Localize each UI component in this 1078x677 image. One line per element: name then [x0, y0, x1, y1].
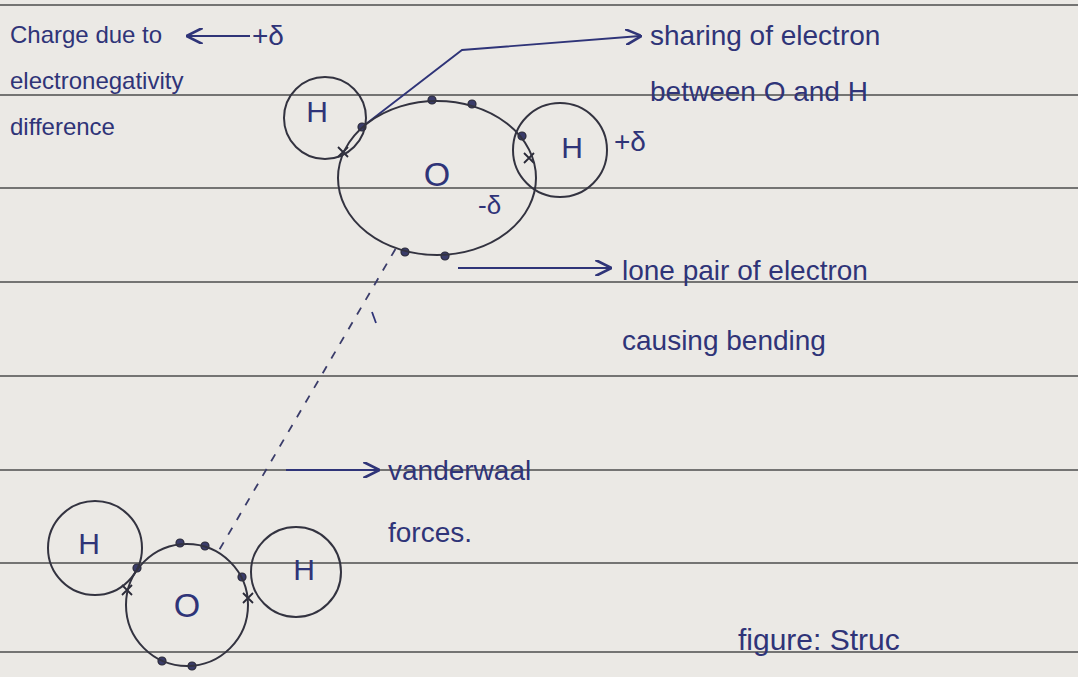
atom-symbol: O: [424, 157, 450, 191]
leader-arrow: [286, 469, 378, 471]
atom-outline: [338, 101, 536, 255]
atom-circle: H: [512, 102, 608, 198]
ruled-line: [0, 375, 1078, 377]
atom-outline: [251, 527, 341, 617]
ruled-line: [0, 469, 1078, 471]
atom-symbol: H: [293, 555, 315, 585]
leader-arrow: [188, 35, 250, 37]
annotation-text: lone pair of electron causing bending: [622, 236, 882, 376]
atom-circle: H: [250, 526, 342, 618]
label-text: +δ: [252, 20, 284, 51]
ruled-line: [0, 562, 1078, 564]
electron-crosses: [122, 147, 534, 603]
atom-symbol: H: [78, 529, 100, 559]
label-text: Charge due to electronegativity differen…: [10, 21, 183, 140]
atom-outline: [512, 102, 608, 198]
ruled-line: [0, 281, 1078, 283]
leader-arrow: [362, 36, 640, 127]
dashed-force-line: [218, 249, 395, 552]
label-text: sharing of electron between O and H: [650, 20, 880, 107]
atom-symbol: H: [561, 133, 583, 163]
leader-arrow: [458, 267, 610, 269]
atom-circle: H: [283, 76, 367, 160]
atom-circle: O: [125, 543, 249, 667]
label-text: figure: Struc: [738, 623, 900, 656]
electron-dot: [441, 252, 449, 260]
atom-outline: [284, 77, 366, 159]
annotation-text: sharing of electron between O and H: [650, 8, 950, 120]
label-text: vanderwaal forces.: [388, 455, 531, 548]
charge-symbol: +δ: [252, 20, 284, 52]
annotation-text: vanderwaal forces.: [388, 440, 588, 564]
atom-circle: O: [337, 100, 537, 256]
atom-outline: [126, 544, 248, 666]
charge-symbol: +δ: [614, 126, 646, 158]
pen-tick: [372, 312, 376, 323]
ruled-line: [0, 187, 1078, 189]
atom-circle: H: [47, 500, 143, 596]
annotation-text: Charge due to electronegativity differen…: [10, 12, 225, 150]
ruled-line: [0, 94, 1078, 96]
charge-symbol: -δ: [478, 190, 501, 220]
atom-outline: [48, 501, 142, 595]
label-text: lone pair of electron causing bending: [622, 255, 868, 356]
electron-dot: [428, 96, 436, 104]
ruled-lines: [0, 5, 1078, 652]
leader-lines: [188, 36, 640, 470]
atom-symbol: H: [306, 97, 328, 127]
atom-outline: [513, 103, 607, 197]
electron-dots: [133, 96, 526, 670]
label-text: -δ: [478, 190, 501, 220]
label-text: +δ: [614, 126, 646, 157]
ruled-line: [0, 651, 1078, 653]
ruled-line: [0, 4, 1078, 6]
atom-symbol: O: [174, 588, 200, 622]
caption-text: figure: Struc: [738, 622, 900, 658]
